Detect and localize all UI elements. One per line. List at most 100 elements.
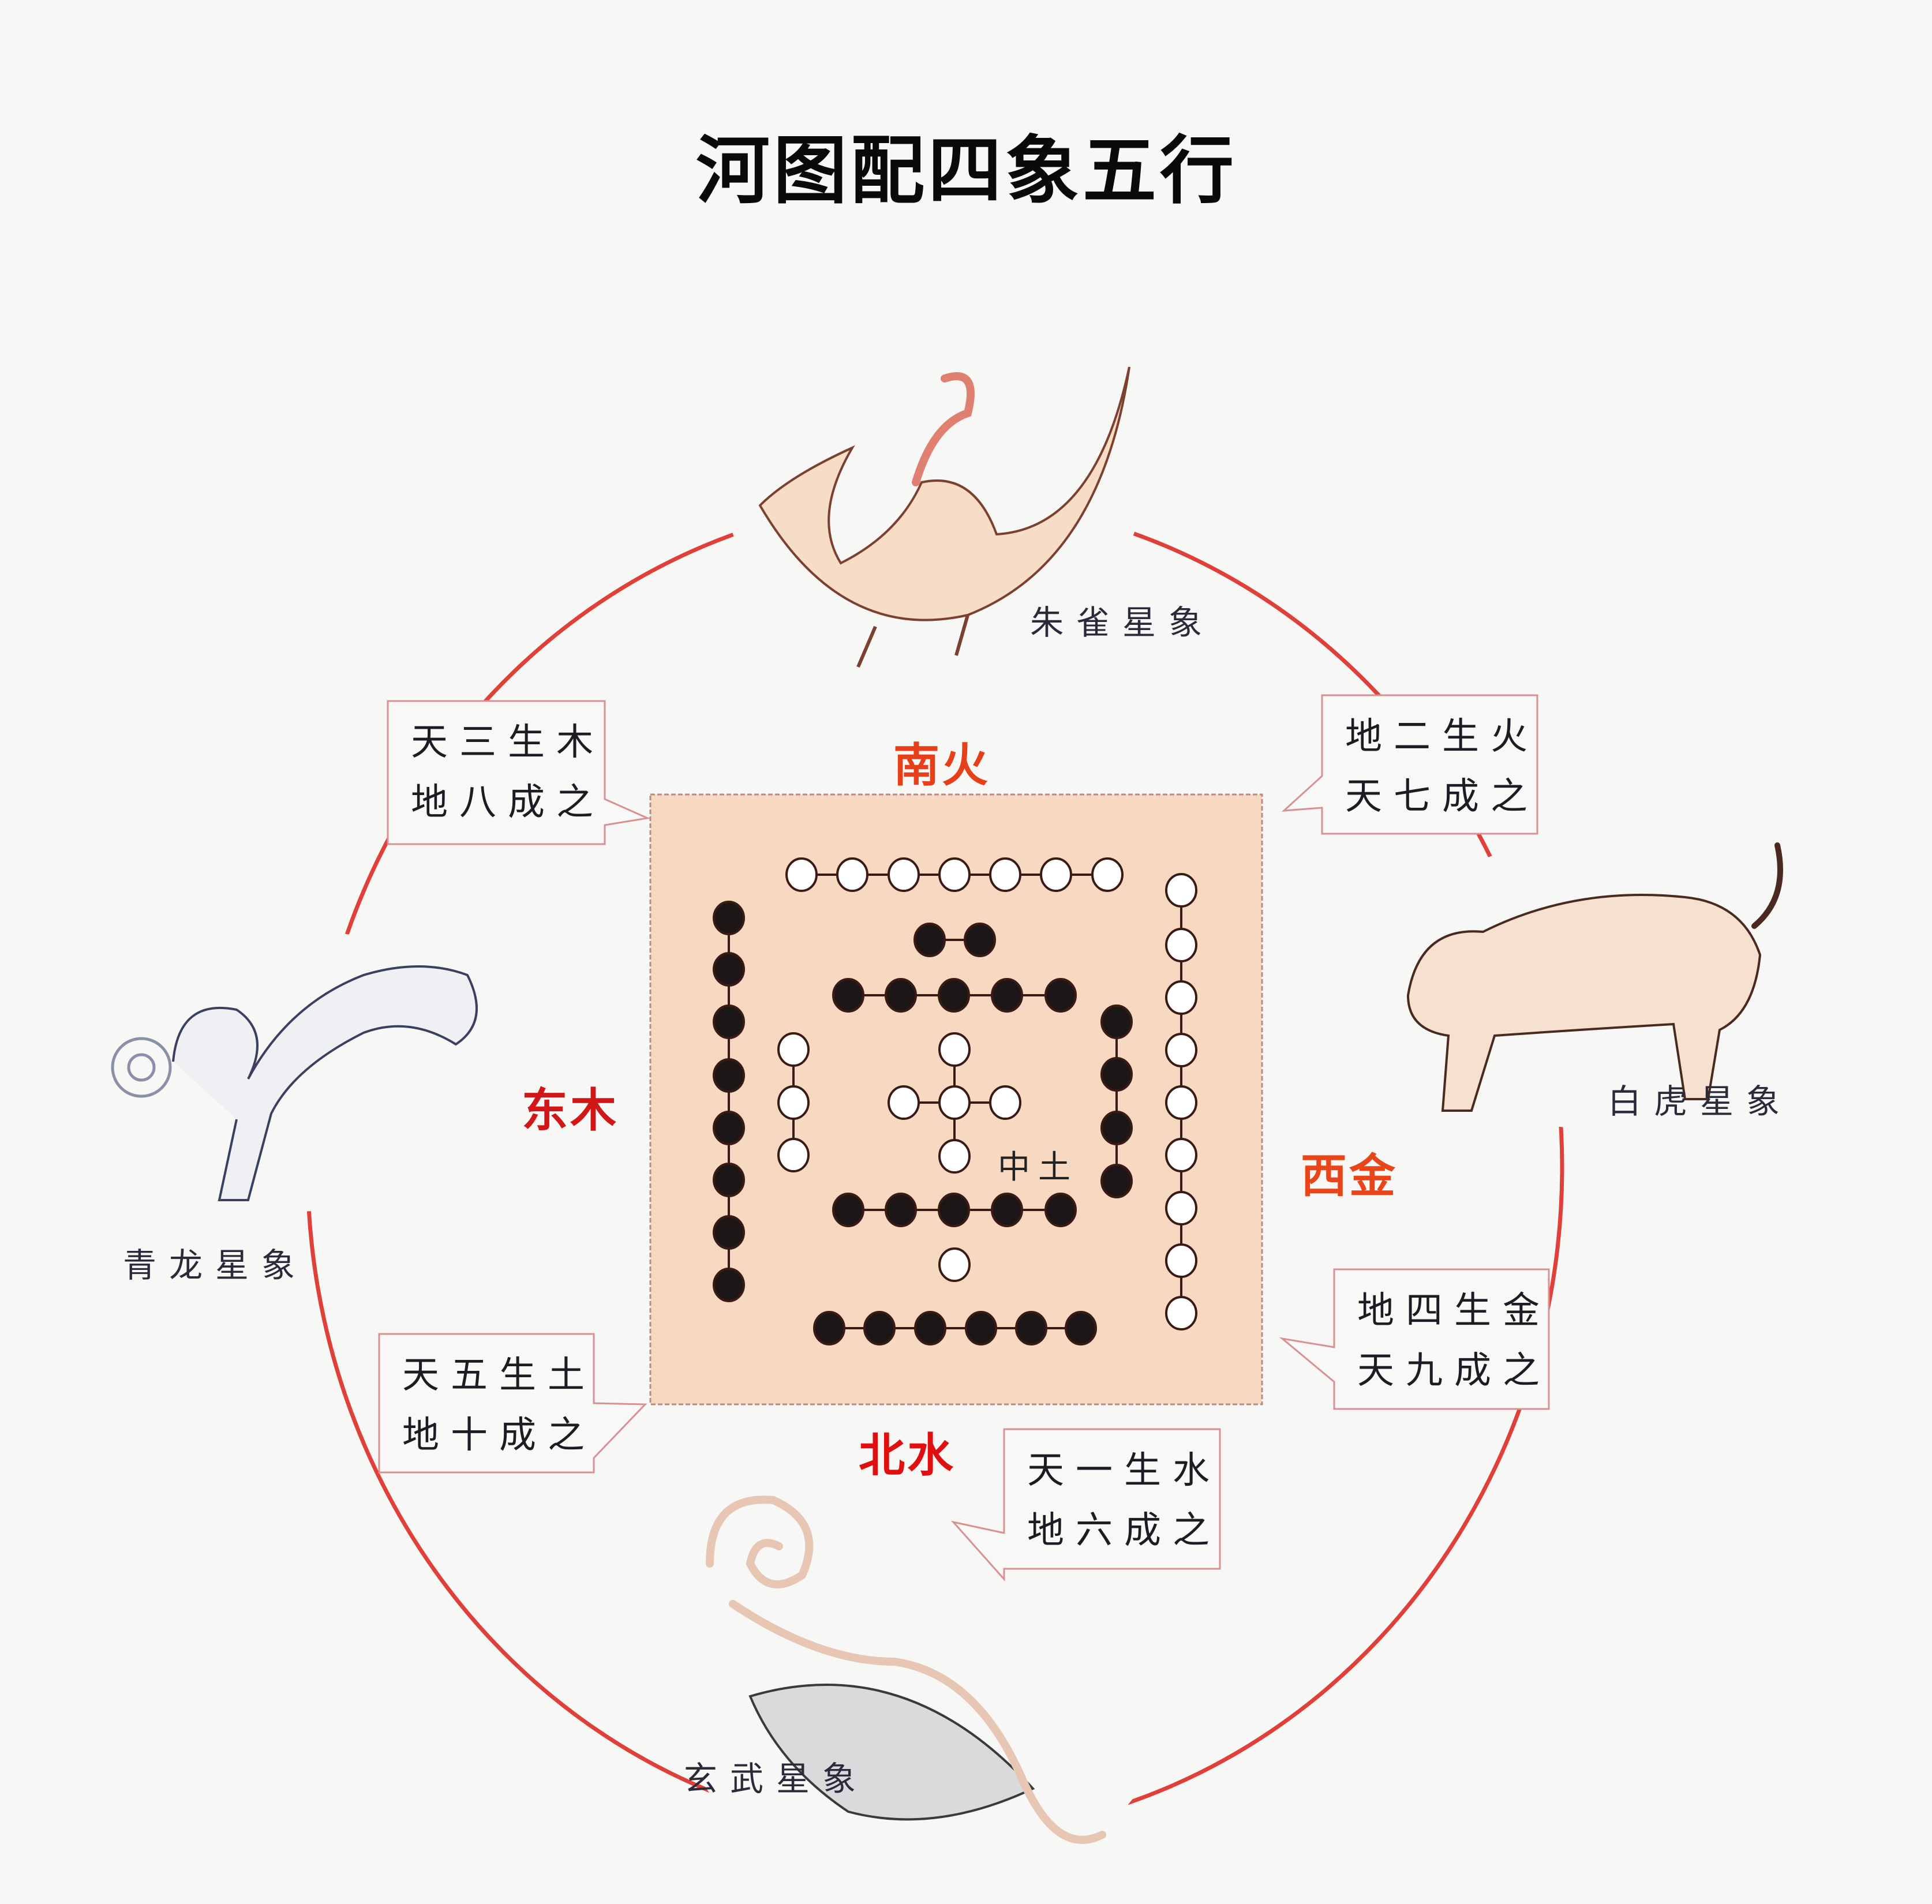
yin-dot-icon (885, 1193, 917, 1227)
animal-black-tortoise (675, 1489, 1171, 1892)
yin-dot-icon (713, 1215, 745, 1250)
yin-dot-icon (1100, 1164, 1133, 1198)
yang-dot-icon (1165, 1085, 1197, 1120)
yin-dot-icon (991, 978, 1023, 1013)
yin-dot-icon (938, 978, 970, 1013)
caption-black-tortoise: 玄武星象 (684, 1759, 869, 1798)
bird-crest-icon (912, 372, 975, 486)
yang-dot-icon (938, 1139, 971, 1174)
yin-dot-icon (991, 1193, 1023, 1227)
dot-group-center-ten-yin-upper (832, 978, 1077, 1013)
callout-line-generate: 天一生水 (1027, 1449, 1221, 1492)
dot-group-south-two-yin (913, 923, 996, 957)
callout-line-generate: 天三生木 (411, 721, 605, 764)
direction-label-south-fire: 南火 (893, 739, 990, 792)
yang-dot-icon (1165, 928, 1197, 962)
dot-group-south-seven-yang (785, 857, 1124, 892)
callout-line-complete: 地八成之 (411, 781, 605, 824)
callout-shapes (378, 694, 1550, 1581)
yin-dot-icon (913, 923, 946, 957)
page-title: 河图配四象五行 (695, 128, 1237, 214)
yang-dot-icon (1040, 857, 1072, 892)
callout-line-generate: 地二生火 (1345, 715, 1539, 758)
tortoise-shell-icon (748, 1684, 1035, 1821)
yang-dot-icon (777, 1085, 810, 1120)
yin-dot-icon (813, 1311, 845, 1345)
direction-label-north-water: 北水 (859, 1429, 956, 1482)
four-symbols-illustrations (98, 344, 1783, 1892)
yin-dot-icon (713, 1163, 745, 1197)
dot-group-west-four-yin (1100, 1005, 1133, 1198)
yin-dot-icon (964, 923, 996, 957)
yang-dot-icon (777, 1032, 810, 1067)
callout-text-metal: 地四生金天九成之 (1357, 1281, 1551, 1401)
hetu-dot-groups (713, 857, 1197, 1345)
callout-line-generate: 地四生金 (1357, 1290, 1551, 1332)
yang-dot-icon (836, 857, 868, 892)
yang-dot-icon (989, 857, 1021, 892)
callout-box-metal (1279, 1268, 1550, 1410)
direction-label-east-wood: 东木 (522, 1084, 619, 1137)
yang-dot-icon (938, 1085, 971, 1120)
animal-vermilion-bird (725, 344, 1141, 668)
yang-dot-icon (1165, 1296, 1197, 1330)
yin-dot-icon (713, 1005, 745, 1039)
callout-line-complete: 地十成之 (402, 1414, 596, 1457)
yang-dot-icon (938, 1032, 971, 1067)
yang-dot-icon (1091, 857, 1124, 892)
yang-dot-icon (1165, 1033, 1197, 1067)
yin-dot-icon (1100, 1057, 1133, 1092)
yang-dot-icon (785, 857, 818, 892)
dragon-tail-spiral-icon (111, 1037, 172, 1098)
yin-dot-icon (885, 978, 917, 1013)
yang-dot-icon (1165, 1243, 1197, 1278)
black-tortoise-mask (675, 1489, 1171, 1892)
yin-dot-icon (713, 901, 745, 935)
yin-dot-icon (713, 1268, 745, 1302)
direction-label-west-metal: 西金 (1301, 1149, 1398, 1203)
yang-dot-icon (938, 1247, 971, 1282)
dot-group-west-nine-yang (1165, 873, 1197, 1330)
yang-dot-icon (888, 857, 920, 892)
dot-group-east-three-yang (777, 1032, 810, 1172)
callout-line-complete: 天七成之 (1345, 775, 1539, 818)
yang-dot-icon (938, 857, 971, 892)
caption-vermilion-bird: 朱雀星象 (1030, 603, 1215, 642)
callout-line-generate: 天五生土 (402, 1354, 596, 1397)
yin-dot-icon (1044, 1193, 1077, 1227)
yin-dot-icon (1065, 1311, 1097, 1345)
tiger-body-icon (1406, 894, 1762, 1112)
yin-dot-icon (1015, 1311, 1047, 1345)
yin-dot-icon (965, 1311, 997, 1345)
yin-dot-icon (914, 1311, 946, 1345)
yin-dot-icon (1100, 1111, 1133, 1145)
yang-dot-icon (989, 1085, 1021, 1120)
yin-dot-icon (713, 952, 745, 987)
tiger-tail-icon (1751, 842, 1783, 929)
yin-dot-icon (1100, 1005, 1133, 1039)
callout-text-water: 天一生水地六成之 (1027, 1441, 1221, 1561)
yang-dot-icon (1165, 873, 1197, 908)
bird-legs-icon (856, 614, 969, 668)
yin-dot-icon (713, 1058, 745, 1093)
callout-text-fire: 地二生火天七成之 (1345, 707, 1539, 827)
yin-dot-icon (938, 1193, 970, 1227)
yin-dot-icon (832, 1193, 864, 1227)
yin-dot-icon (713, 1111, 745, 1145)
callout-text-wood: 天三生木地八成之 (411, 713, 605, 833)
yin-dot-icon (1044, 978, 1077, 1013)
caption-azure-dragon: 青龙星象 (123, 1246, 308, 1285)
animal-white-tiger (1385, 839, 1783, 1128)
callout-box-wood (387, 700, 651, 845)
yang-dot-icon (1165, 1191, 1197, 1225)
dot-group-center-five-yang (888, 1032, 1021, 1174)
snake-body-icon (706, 1496, 1106, 1844)
yang-dot-icon (1165, 1138, 1197, 1172)
dot-group-east-eight-yin (713, 901, 745, 1302)
dragon-body-icon (172, 965, 478, 1201)
center-label-earth: 中土 (998, 1149, 1079, 1186)
callout-box-fire (1281, 694, 1538, 835)
callout-line-complete: 天九成之 (1357, 1350, 1551, 1392)
yang-dot-icon (1165, 980, 1197, 1015)
